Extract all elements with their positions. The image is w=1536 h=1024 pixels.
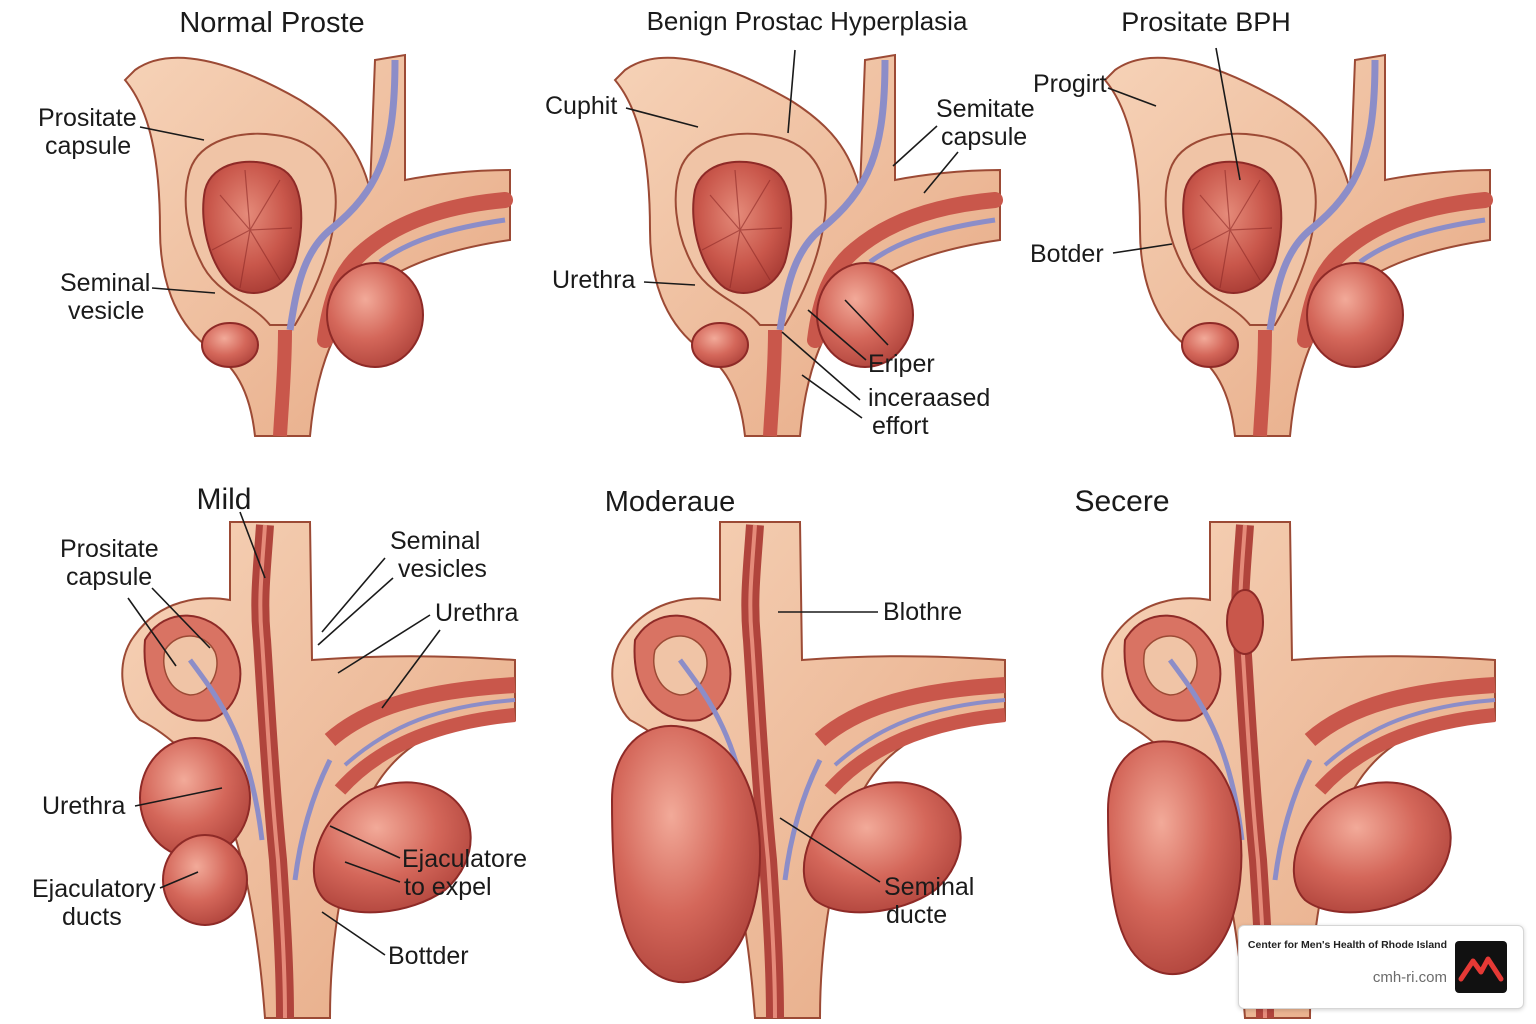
leader-line [329, 825, 401, 859]
leader-line [239, 511, 266, 579]
leader-line [321, 557, 386, 633]
label-cuphit: Cuphit [545, 92, 617, 120]
label-urethra-right: Urethra [435, 599, 518, 627]
leader-line [807, 309, 867, 361]
panel-title: Benign Prostac Hyperplasia [647, 6, 968, 36]
label-ejaculatory-ducts: Ejaculatory ducts [32, 875, 163, 931]
label-botder: Botder [1030, 240, 1104, 268]
leader-line [159, 871, 199, 889]
panel-moderate: Moderaue Blothre Seminal ducte [605, 486, 1005, 1018]
panel-prostate-bph: Prositate BPH Progirt Botder [1030, 7, 1490, 436]
leader-line [1107, 87, 1157, 107]
leader-line [134, 787, 223, 807]
label-seminal-ducte: Seminal ducte [884, 873, 981, 929]
brand-name: Center for Men's Health of Rhode Island [1247, 939, 1447, 951]
leader-line [151, 587, 211, 649]
enlarged-lobe [610, 724, 761, 984]
panel-mild: Mild Prositate capsule Seminal vesicles … [32, 483, 534, 1018]
leader-line [151, 287, 216, 294]
brand-url[interactable]: cmh-ri.com [1372, 969, 1447, 986]
label-urethra-left: Urethra [42, 792, 125, 820]
enlarged-lobe [1106, 740, 1243, 976]
leader-line [321, 911, 386, 956]
leader-line [1215, 47, 1241, 181]
label-urethra: Urethra [552, 266, 635, 294]
panel-title: Mild [196, 483, 251, 516]
leader-line [381, 629, 441, 709]
panel-title: Normal Proste [179, 7, 364, 39]
leader-line [923, 151, 959, 194]
leader-line [801, 374, 863, 419]
label-blothre: Blothre [883, 598, 962, 626]
panel-normal: Normal Proste Prositate capsule Seminal … [38, 7, 510, 436]
label-eriper: Eriper [868, 350, 935, 378]
panel-title: Moderaue [605, 486, 736, 518]
leader-line [1112, 243, 1173, 254]
leader-line [139, 126, 205, 141]
label-ejaculatore: Ejaculatore to expel [402, 845, 534, 901]
leader-line [844, 299, 889, 346]
label-seminal-vesicle: Seminal vesicle [60, 269, 157, 325]
leader-line [625, 107, 699, 128]
brand-card[interactable]: Center for Men's Health of Rhode Island … [1238, 925, 1524, 1009]
leader-line [779, 817, 881, 883]
enlarged-lobe [162, 834, 248, 926]
mountain-peaks-icon [1455, 941, 1507, 993]
label-bottder: Bottder [388, 942, 469, 970]
panel-bph: Benign Prostac Hyperplasia Cuphit Semita… [545, 6, 1042, 440]
leader-line [643, 281, 696, 286]
label-seminal-vesicles: Seminal vesicles [390, 527, 487, 583]
label-increased-effort: inceraased effort [868, 384, 997, 440]
label-semitate-capsule: Semitate capsule [936, 95, 1042, 151]
leader-line [781, 331, 861, 401]
label-prositate-capsule: Prositate capsule [60, 535, 166, 591]
anatomy-illustration [125, 55, 510, 436]
label-progirt: Progirt [1033, 70, 1107, 98]
leader-line [344, 861, 401, 883]
leader-line [892, 125, 938, 167]
panel-severe: Secere [1074, 485, 1495, 1018]
label-prositate-capsule: Prositate capsule [38, 104, 144, 160]
panel-title: Secere [1074, 485, 1169, 518]
leader-line [127, 597, 177, 667]
leader-line [317, 577, 394, 646]
panel-title: Prositate BPH [1121, 7, 1291, 37]
constricted-urethra [1226, 589, 1264, 655]
leader-line [787, 49, 796, 134]
leader-line [337, 614, 431, 674]
